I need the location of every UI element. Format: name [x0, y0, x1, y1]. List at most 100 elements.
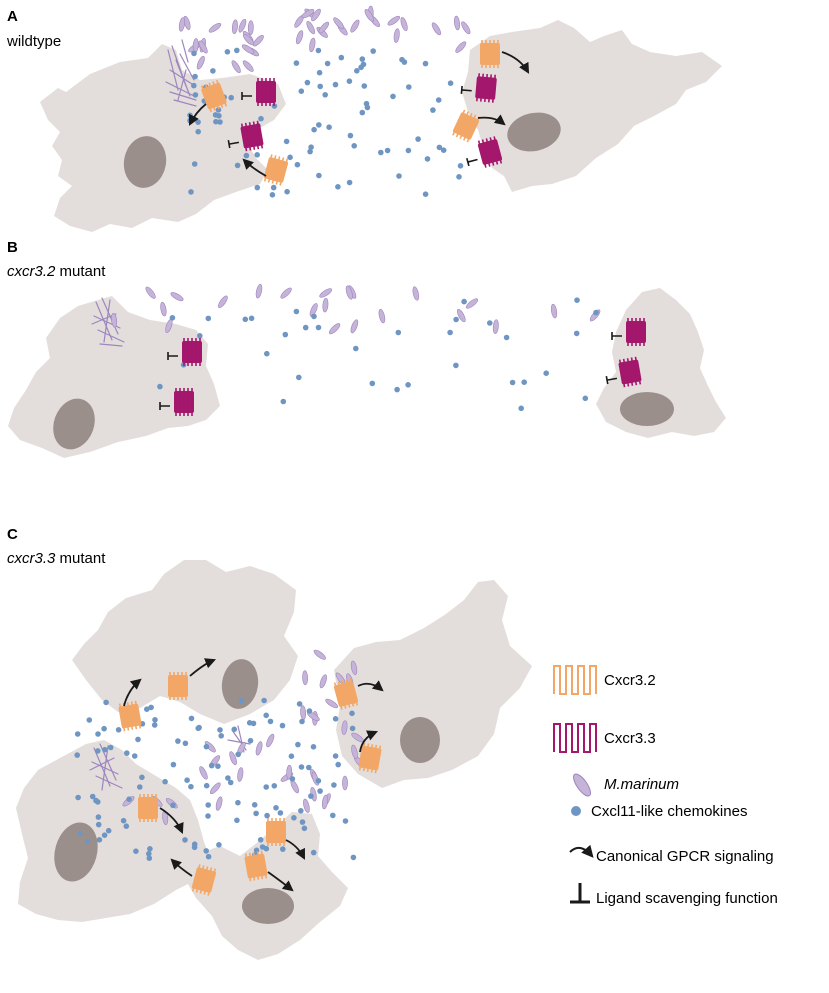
- chemokine-150: [203, 782, 210, 789]
- chemokine-132: [251, 802, 258, 808]
- chemokine-106: [296, 374, 302, 381]
- chemokine-238: [205, 802, 211, 808]
- chemokine-47: [304, 79, 311, 86]
- cell-c-right: [334, 580, 532, 788]
- bacterium-25: [455, 41, 467, 53]
- panel-a-title: wildtype: [7, 33, 61, 50]
- chemokine-97: [242, 316, 249, 323]
- chemokine-121: [453, 316, 459, 323]
- legend-scavenging-glyph: [570, 883, 590, 904]
- chemokine-149: [301, 825, 308, 832]
- nucleus-b-left: [53, 398, 95, 450]
- chemokine-44: [359, 109, 366, 116]
- panel-b-title: cxcr3.2 mutant: [7, 263, 105, 280]
- chemokine-147: [299, 718, 305, 725]
- chemokine-54: [390, 93, 396, 100]
- chemokine-232: [131, 753, 138, 759]
- bacterium-61: [378, 308, 386, 324]
- chemokine-107: [394, 386, 400, 393]
- chemokine-35: [228, 94, 234, 101]
- bacterium-39: [242, 60, 254, 72]
- chemokine-57: [191, 161, 198, 167]
- chemokine-165: [170, 761, 177, 768]
- chemokine-230: [218, 733, 224, 739]
- bacterium-16: [350, 19, 360, 33]
- chemokine-34: [210, 68, 216, 74]
- legend-chemokine-label: Cxcl11-like chemokines: [591, 803, 748, 820]
- signaling-arrow-7: [359, 730, 378, 753]
- chemokine-180: [263, 845, 270, 852]
- chemokine-23: [359, 56, 366, 62]
- chemokine-240: [253, 847, 260, 854]
- chemokine-25: [270, 184, 277, 191]
- bacterium-84: [303, 798, 310, 813]
- bacterium-24: [252, 34, 264, 47]
- chemokine-166: [257, 837, 264, 843]
- panel-b-gene: cxcr3.2: [7, 263, 56, 280]
- bacterium-78: [350, 660, 358, 675]
- bacterium-71: [351, 744, 358, 760]
- bacterium-14: [198, 40, 208, 54]
- chemokine-72: [188, 189, 194, 195]
- chemokine-136: [234, 817, 240, 824]
- bacterium-13: [400, 17, 408, 32]
- chemokine-13: [315, 47, 322, 54]
- signaling-arrow-10: [267, 871, 294, 892]
- chemokine-28: [191, 82, 197, 89]
- chemokine-118: [205, 315, 212, 322]
- cxcr33-receptor-6: [460, 73, 497, 103]
- nucleus-a-left: [123, 136, 167, 188]
- chemokine-219: [74, 731, 81, 737]
- chemokine-10: [351, 143, 358, 149]
- chemokine-87: [213, 118, 219, 125]
- chemokine-96: [582, 395, 589, 402]
- bacterium-37: [241, 44, 255, 54]
- chemokine-108: [395, 329, 402, 336]
- chemokine-58: [307, 148, 313, 155]
- chemokine-40: [436, 144, 443, 151]
- chemokine-207: [203, 743, 210, 750]
- chemokine-202: [280, 846, 286, 852]
- chemokine-67: [347, 132, 354, 139]
- chemokine-221: [195, 725, 201, 732]
- chemokine-59: [401, 59, 408, 65]
- chemokine-153: [105, 827, 112, 834]
- chemokine-93: [197, 333, 203, 339]
- chemokine-181: [120, 817, 127, 824]
- chemokine-115: [311, 313, 317, 320]
- chemokine-60: [457, 163, 464, 169]
- bacterium-56: [328, 323, 341, 335]
- chemokine-214: [137, 784, 143, 790]
- chemokine-160: [152, 717, 158, 723]
- chemokine-94: [369, 380, 376, 387]
- chemokine-173: [115, 727, 122, 733]
- chemokine-75: [254, 152, 260, 158]
- chemokine-188: [291, 815, 297, 821]
- bacterium-64: [300, 705, 307, 720]
- chemokine-194: [271, 783, 278, 789]
- chemokine-151: [263, 712, 270, 719]
- chemokine-222: [205, 813, 211, 819]
- chemokine-178: [147, 846, 153, 852]
- bacterium-21: [318, 21, 330, 34]
- receptor-layer: [118, 40, 646, 896]
- bacterium-12: [333, 17, 344, 29]
- chemokine-61: [447, 80, 454, 86]
- chemokine-11: [324, 60, 331, 67]
- bacterium-91: [266, 733, 275, 748]
- bacterium-76: [313, 649, 326, 660]
- chemokine-190: [315, 778, 322, 784]
- chemokine-129: [331, 782, 337, 788]
- bacterium-49: [280, 287, 292, 299]
- chemokine-218: [246, 720, 253, 726]
- nucleus-c-right: [400, 717, 440, 763]
- bacterium-29: [387, 15, 401, 26]
- chemokine-21: [346, 179, 353, 186]
- bacterium-67: [325, 698, 339, 709]
- chemokine-124: [162, 778, 168, 785]
- legend-bacteria-glyph: [572, 773, 592, 797]
- chemokine-102: [574, 297, 580, 304]
- bacterium-51: [255, 284, 263, 299]
- chemokine-213: [289, 776, 296, 782]
